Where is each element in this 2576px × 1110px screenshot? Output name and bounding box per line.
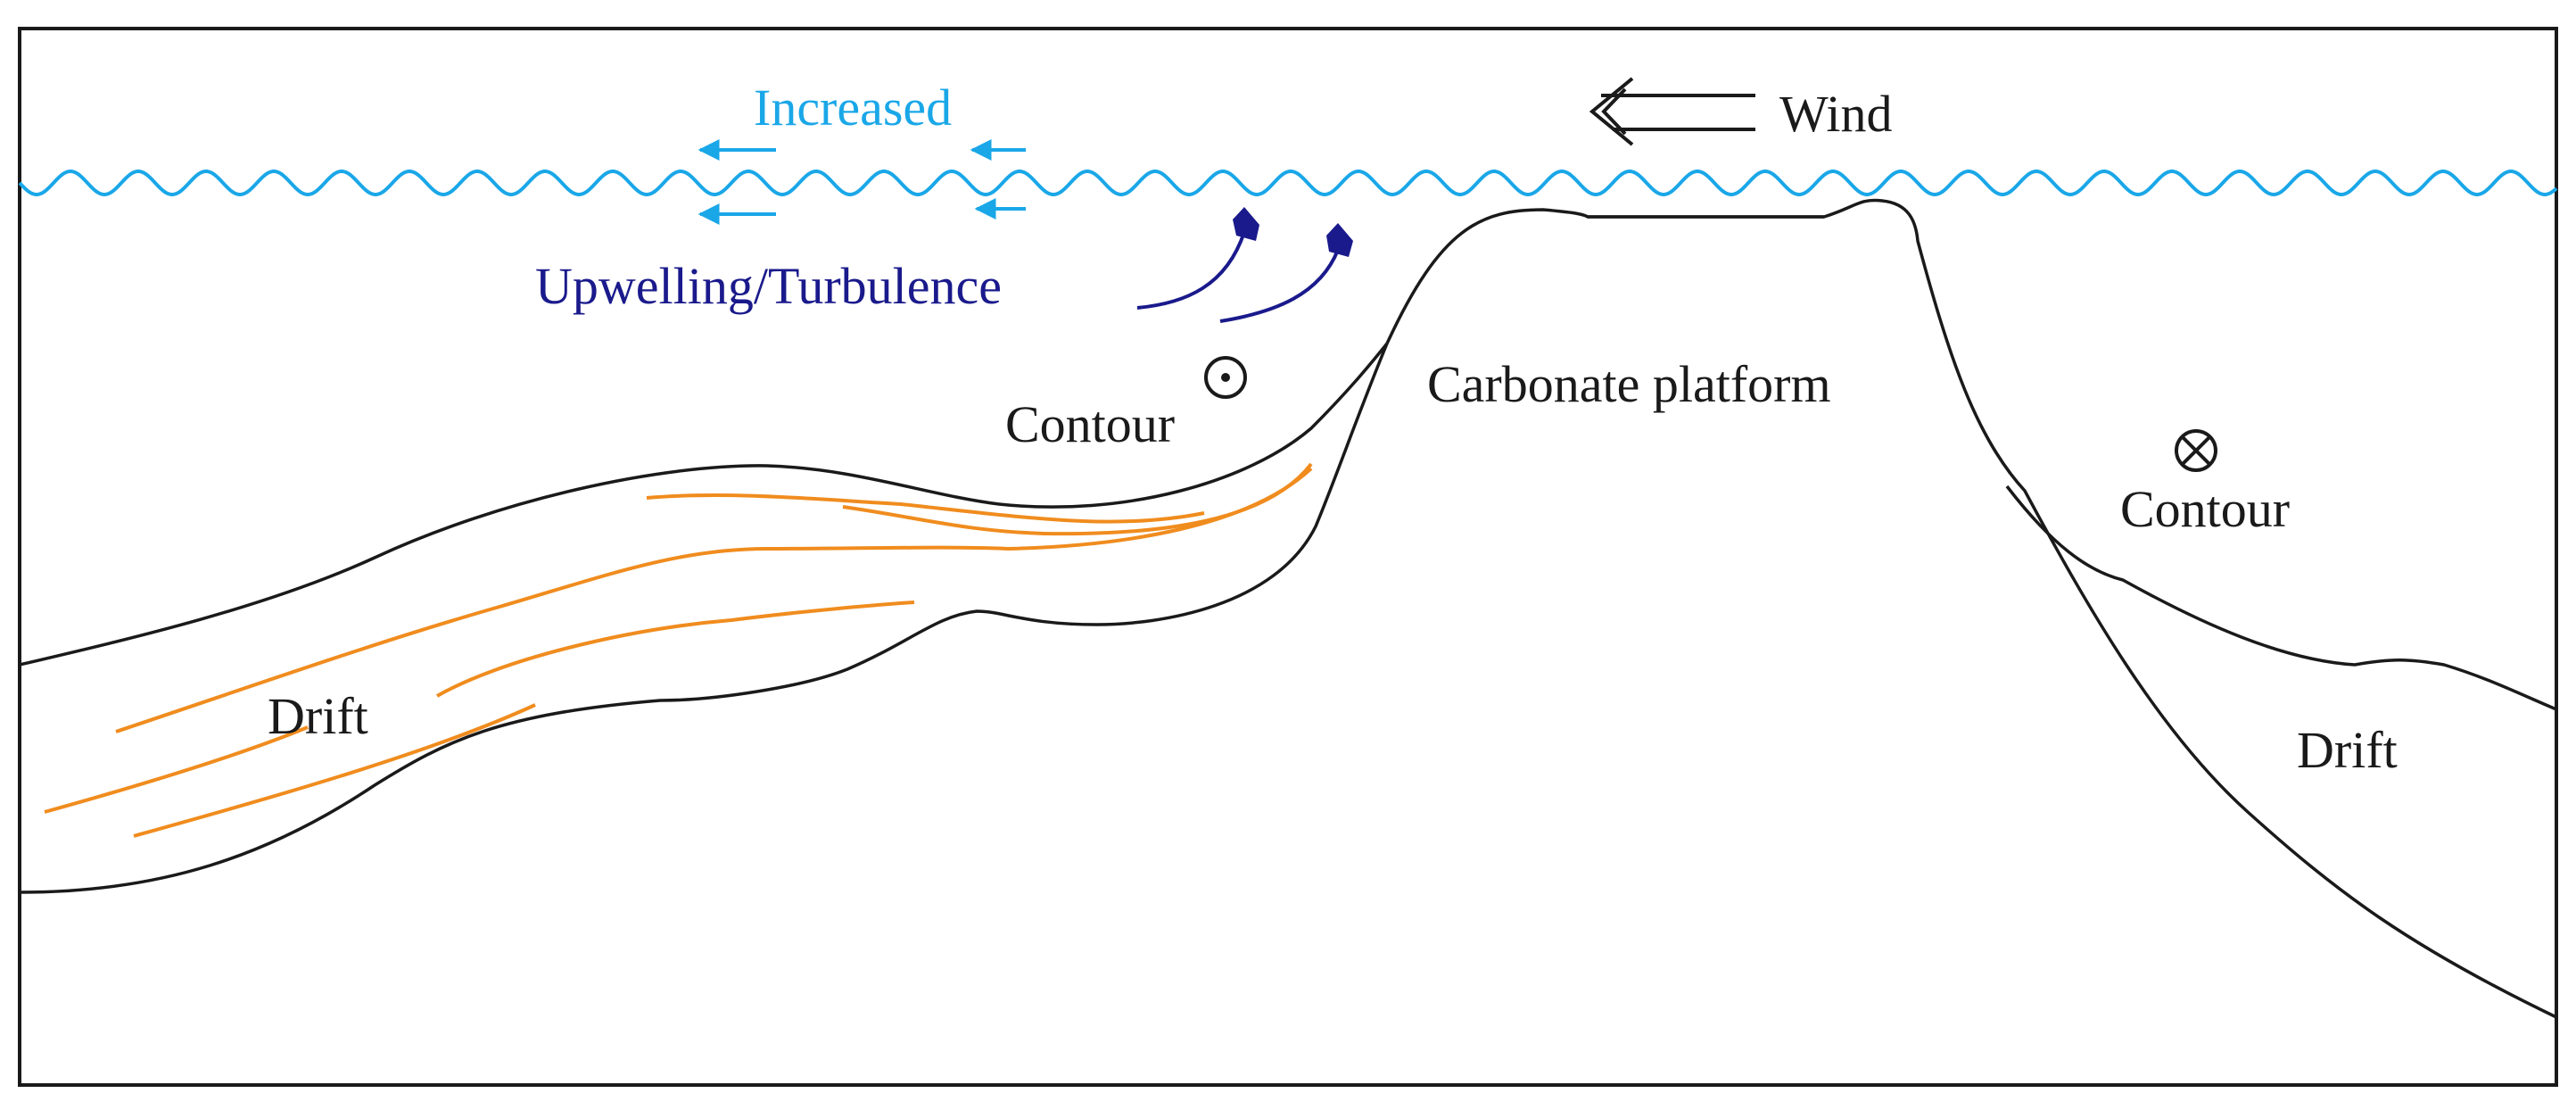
increased-label: Increased	[754, 79, 952, 137]
current-into-page-icon	[2175, 429, 2217, 472]
upwelling-arrows	[1136, 207, 1353, 323]
drift-label-right: Drift	[2297, 721, 2398, 779]
right-drift-boundary	[2005, 485, 2557, 711]
current-out-of-page-icon	[1204, 356, 1247, 399]
drift-layer	[133, 703, 536, 838]
contour-label-right: Contour	[2120, 480, 2290, 538]
upwelling-arrowhead-icon	[1233, 207, 1259, 241]
carbonate-platform-outline	[1385, 198, 2557, 1019]
increased-current-arrows	[698, 139, 1026, 225]
upwelling-arrowhead-icon	[1326, 223, 1353, 257]
left-drift-lower-boundary	[19, 343, 1389, 894]
wind-arrow	[1589, 77, 1755, 146]
upwelling-arrow-icon	[1136, 231, 1246, 310]
upwelling-arrow-icon	[1219, 249, 1340, 323]
contour-label-left: Contour	[1005, 395, 1175, 453]
drift-layer	[44, 725, 309, 814]
wind-label: Wind	[1779, 85, 1893, 143]
drift-layers	[44, 462, 1313, 838]
drift-label-left: Drift	[268, 687, 368, 745]
upwelling-label: Upwelling/Turbulence	[535, 257, 1002, 315]
sea-surface-wave	[18, 170, 2558, 196]
drift-layer	[115, 467, 1313, 733]
carbonate-platform-label: Carbonate platform	[1427, 355, 1831, 413]
diagram-frame	[18, 27, 2558, 1087]
drift-layer	[646, 493, 1205, 524]
left-drift-upper-boundary	[19, 342, 1389, 667]
drift-layer	[436, 601, 915, 698]
drift-layer	[842, 462, 1313, 536]
